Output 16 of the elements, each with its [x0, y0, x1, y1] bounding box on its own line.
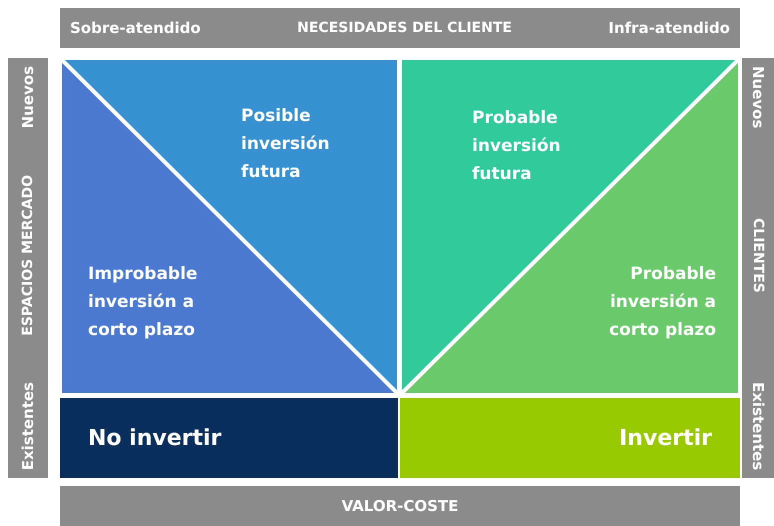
region-label: Improbable inversión a corto plazo: [88, 263, 198, 342]
decision-label: Invertir: [619, 426, 712, 450]
axis-label: ESPACIOS MERCADO: [20, 174, 36, 336]
region-label: Posible inversión futura: [241, 105, 331, 184]
axis-label: Existentes: [19, 382, 37, 470]
axis-label: Existentes: [749, 382, 767, 470]
region-label: Probable inversión a corto plazo: [608, 263, 716, 342]
decision-label: No invertir: [88, 426, 222, 450]
axis-label: VALOR-COSTE: [342, 497, 458, 515]
axis-label: NECESIDADES DEL CLIENTE: [297, 20, 512, 36]
axis-label: Sobre-atendido: [70, 19, 201, 37]
region-label: Probable inversión futura: [472, 107, 562, 186]
axis-label: CLIENTES: [750, 218, 766, 292]
axis-label: Nuevos: [19, 66, 37, 128]
axis-label: Nuevos: [749, 66, 767, 128]
axis-label: Infra-atendido: [608, 19, 730, 37]
